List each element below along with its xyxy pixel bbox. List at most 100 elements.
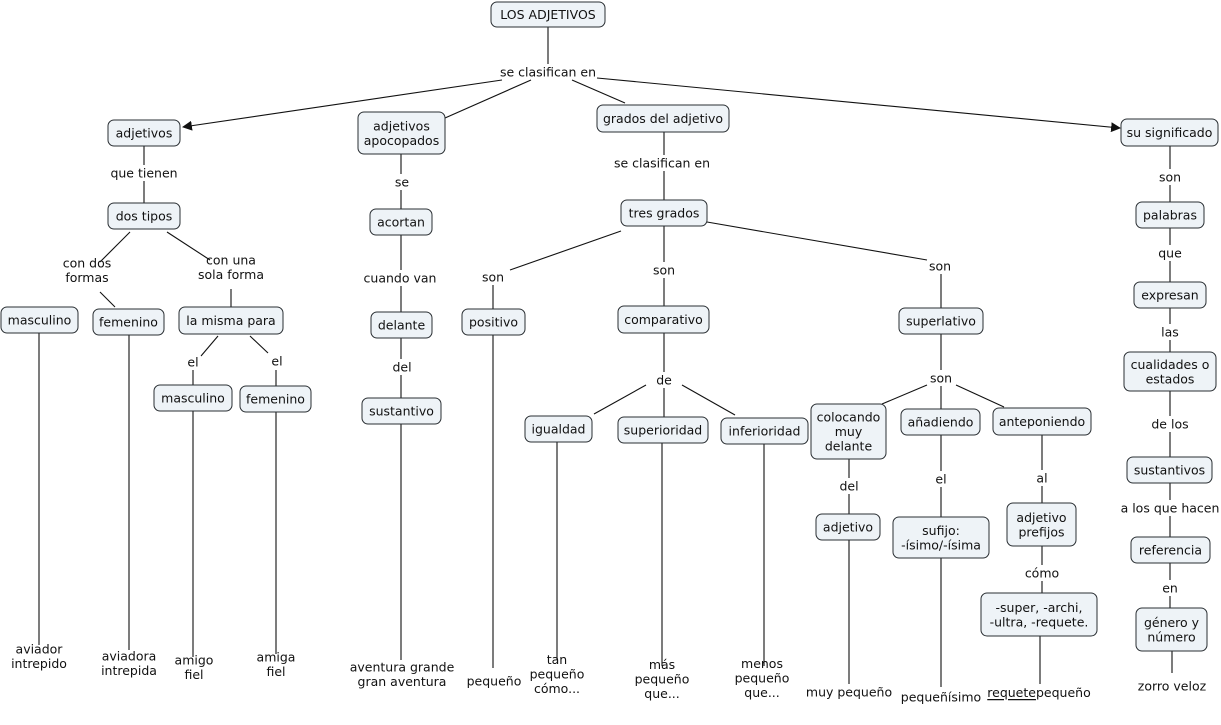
link-label-el-sup: el [935, 472, 946, 487]
example-text-line: fiel [266, 664, 285, 679]
node-box [490, 1, 606, 28]
node-label-line: adjetivos [116, 126, 173, 141]
node-box [1120, 118, 1219, 147]
node-label-line: superioridad [624, 423, 702, 438]
node-root: LOS ADJETIVOS [490, 1, 606, 28]
link-label-se: se [395, 175, 410, 190]
connector-line [509, 230, 622, 271]
link-label-line: formas [65, 270, 108, 285]
node-femenino1: femenino [92, 308, 165, 336]
node-label-line: muy [835, 424, 863, 439]
link-label-line: con una [206, 252, 256, 267]
link-label-line: son [653, 263, 675, 278]
node-box [720, 417, 809, 445]
link-label-line: el [187, 355, 198, 370]
node-box [461, 308, 526, 336]
node-label-line: expresan [1141, 288, 1198, 303]
link-label-line: del [839, 479, 858, 494]
example-text-line: fiel [184, 667, 203, 682]
node-box [815, 513, 881, 541]
node-box [0, 306, 79, 334]
example-text-line: pequeño [530, 667, 585, 682]
example-pequenisimo: pequeñísimo [901, 690, 981, 705]
connector-line [596, 77, 1121, 133]
node-label-line: -ísimo/-ísima [901, 537, 981, 552]
link-label-que-tienen: que tienen [110, 166, 177, 181]
node-box [898, 307, 984, 335]
connector-line [99, 231, 131, 263]
node-label-line: sustantivo [369, 404, 434, 419]
link-label-line: con dos [63, 255, 112, 270]
link-label-line: el [935, 472, 946, 487]
link-label-a-los-que: a los que hacen [1121, 501, 1220, 516]
requete-base: pequeño [1036, 685, 1091, 700]
node-label-line: inferioridad [729, 424, 801, 439]
node-label-line: colocando [817, 410, 881, 425]
link-label-en: en [1162, 581, 1178, 596]
node-label-line: referencia [1139, 543, 1202, 558]
node-box [810, 403, 887, 460]
node-box [524, 415, 593, 443]
node-anadiendo: añadiendo [900, 408, 981, 436]
link-label-line: sola forma [198, 267, 264, 282]
link-label-line: al [1036, 471, 1047, 486]
node-label-line: anteponiendo [999, 414, 1085, 429]
example-text-line: aviadora [102, 648, 157, 663]
node-box [107, 202, 181, 230]
node-box [1126, 456, 1213, 484]
link-label-el1: el [187, 355, 198, 370]
link-label-line: son [1159, 170, 1181, 185]
node-box [617, 416, 709, 444]
example-text-line: amigo [175, 652, 214, 667]
node-acortan: acortan [369, 208, 433, 236]
node-label-line: -super, -archi, [996, 600, 1083, 615]
link-label-line: el [271, 354, 282, 369]
node-label-line: adjetivo [823, 520, 873, 535]
connector-line [182, 79, 503, 131]
node-label-line: masculino [161, 391, 225, 406]
node-box [361, 397, 442, 425]
requete-prefix: requete [987, 685, 1036, 700]
node-sufijo: sufijo:-ísimo/-ísima [892, 516, 990, 559]
node-box [92, 308, 165, 336]
connector-line [593, 384, 647, 415]
link-label-del-apoc: del [392, 360, 411, 375]
node-box [1006, 502, 1077, 547]
connector-line [881, 384, 928, 405]
link-label-al: al [1036, 471, 1047, 486]
link-label-que: que [1158, 246, 1182, 261]
link-label-se-clasifican2: se clasifican en [614, 156, 710, 171]
link-label-line: se clasifican en [614, 156, 710, 171]
node-comparativo: comparativo [617, 305, 710, 334]
node-expresan: expresan [1133, 281, 1207, 309]
node-adjetivo-sup: adjetivo [815, 513, 881, 541]
node-box [900, 408, 981, 436]
node-box [892, 516, 990, 559]
example-text-line: más [649, 657, 675, 672]
connector-line [706, 221, 928, 261]
link-label-el2: el [271, 354, 282, 369]
connector-line [249, 335, 269, 354]
node-positivo: positivo [461, 308, 526, 336]
link-label-line: del [392, 360, 411, 375]
node-label-line: sufijo: [922, 523, 960, 538]
example-text-line: aventura grande [350, 659, 455, 674]
node-significado: su significado [1120, 118, 1219, 147]
node-label-line: igualdad [532, 422, 586, 437]
node-box [1123, 351, 1217, 392]
connector-line [99, 291, 116, 308]
link-label-son-sup: son [930, 371, 952, 386]
node-box [239, 385, 312, 413]
connector-line [444, 79, 532, 119]
node-label-line: apocopados [364, 133, 439, 148]
link-label-line: se [395, 175, 410, 190]
node-label-line: la misma para [186, 313, 275, 328]
